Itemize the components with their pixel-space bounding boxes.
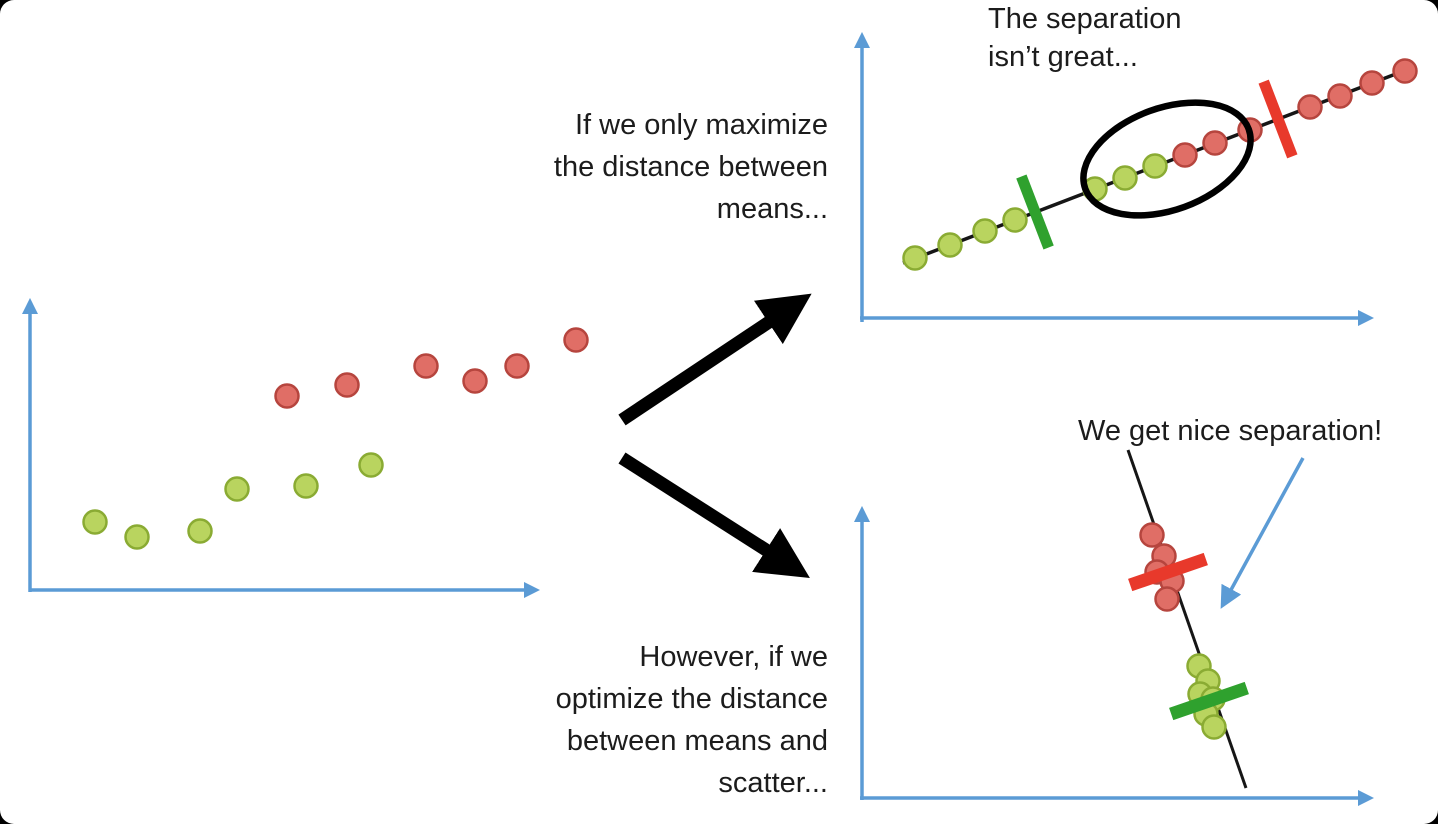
data-point-red <box>1327 83 1353 109</box>
data-point-green <box>902 245 928 271</box>
data-point-green <box>224 476 250 502</box>
green-mean-tick <box>1169 681 1249 721</box>
data-point-green <box>1112 165 1138 191</box>
overlap-ellipse <box>1080 99 1254 219</box>
data-point-green <box>82 509 108 535</box>
annotation-maximize-means: If we only maximize the distance between… <box>430 104 828 230</box>
data-point-red <box>1172 142 1198 168</box>
data-point-green <box>972 218 998 244</box>
data-point-red <box>563 327 589 353</box>
data-point-green <box>1142 153 1168 179</box>
left-scatter-plot <box>21 297 589 599</box>
pointer-arrow <box>1220 457 1305 609</box>
annotation-line: If we only maximize <box>574 109 828 141</box>
data-point-green <box>1002 207 1028 233</box>
data-point-red <box>1297 94 1323 120</box>
big-arrows <box>618 293 812 578</box>
data-point-red <box>334 372 360 398</box>
data-point-red <box>1392 58 1418 84</box>
annotation-line: scatter... <box>718 767 828 799</box>
data-point-red <box>1139 522 1165 548</box>
data-point-red <box>1154 586 1180 612</box>
green-mean-tick <box>1016 174 1054 250</box>
bottom-right-projection-plot <box>853 449 1375 807</box>
annotation-line: between means and <box>566 725 828 757</box>
data-point-red <box>274 383 300 409</box>
red-mean-tick <box>1128 552 1208 592</box>
projection-line <box>1126 449 1248 789</box>
data-point-green <box>937 232 963 258</box>
data-point-red <box>413 353 439 379</box>
data-point-red <box>1202 130 1228 156</box>
data-point-green <box>124 524 150 550</box>
data-point-green <box>187 518 213 544</box>
annotation-separation-not-great: The separation isn’t great... <box>988 0 1348 76</box>
data-point-green <box>358 452 384 478</box>
annotation-line: However, if we <box>639 641 828 673</box>
top-right-projection-plot <box>853 31 1418 327</box>
annotation-line: means... <box>716 193 828 225</box>
big-arrow-top <box>618 293 812 426</box>
data-point-red <box>1359 70 1385 96</box>
annotation-line: the distance between <box>553 151 828 183</box>
data-point-green <box>293 473 319 499</box>
data-point-red <box>504 353 530 379</box>
annotation-nice-separation: We get nice separation! <box>1078 415 1383 447</box>
red-mean-tick <box>1258 79 1298 159</box>
big-arrow-bottom <box>618 452 810 578</box>
annotation-optimize-scatter: However, if we optimize the distance bet… <box>430 636 828 804</box>
annotation-line: The separation <box>988 3 1182 35</box>
annotation-line: isn’t great... <box>988 41 1138 73</box>
data-point-red <box>462 368 488 394</box>
annotation-line: optimize the distance <box>555 683 828 715</box>
data-point-green <box>1201 714 1227 740</box>
